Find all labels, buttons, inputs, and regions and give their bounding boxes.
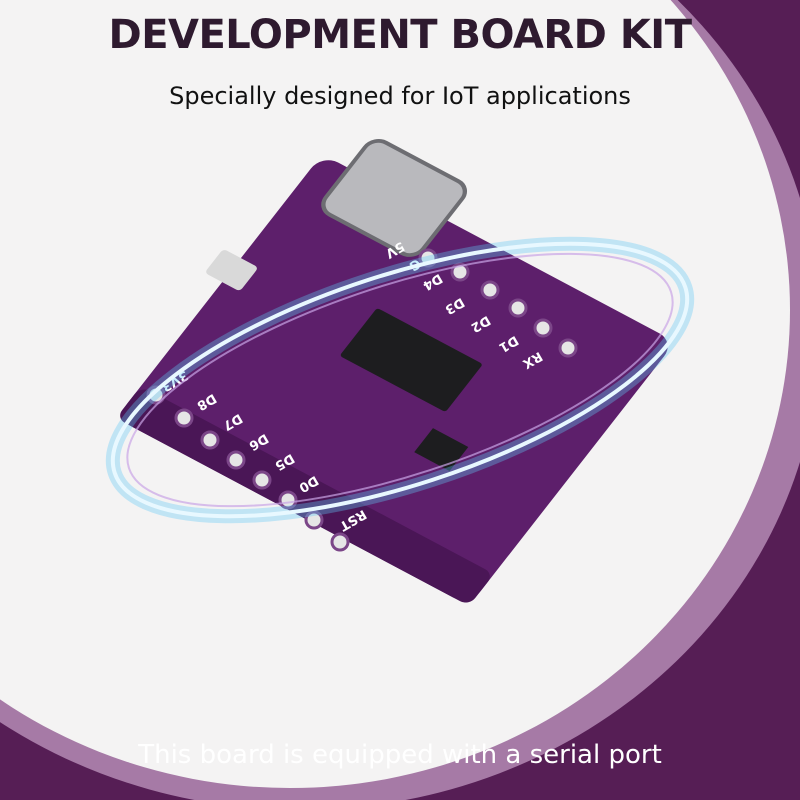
glow-ring [105,236,695,524]
pin-holes-right [418,248,578,358]
chip [340,308,482,412]
page-subtitle: Specially designed for IoT applications [169,82,631,110]
page-title: DEVELOPMENT BOARD KIT [108,12,692,58]
pin-holes-left [146,385,350,552]
usb-c-connector [321,139,468,257]
footer-caption: This board is equipped with a serial por… [138,740,662,770]
